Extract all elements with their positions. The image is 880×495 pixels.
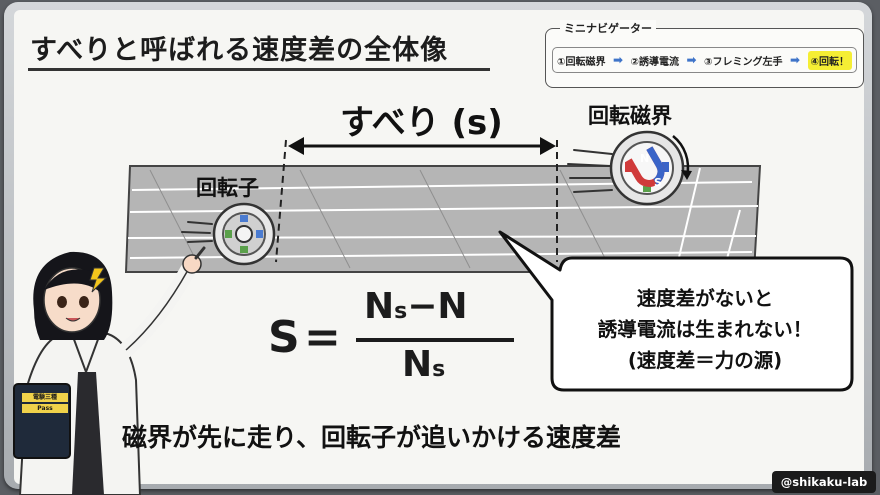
numerator-main: N — [364, 286, 395, 327]
horseshoe-magnet-icon — [625, 146, 665, 187]
road-hatching — [149, 169, 611, 269]
magnet-s-label: S — [654, 176, 662, 189]
navi-step-2: ②誘導電流 — [630, 56, 679, 68]
speech-bubble — [498, 230, 854, 392]
formula-equals: = — [304, 312, 341, 363]
magnet-n-label: N — [640, 152, 649, 165]
slip-arrow — [288, 137, 556, 155]
slip-formula: S = Ns−N Ns — [268, 284, 528, 394]
teacher-character — [13, 246, 206, 495]
navi-step-1: ①回転磁界 — [557, 56, 606, 68]
navi-step-4-active: ④回転！ — [807, 50, 852, 70]
bubble-line-2: 誘導電流は生まれない！ — [597, 318, 813, 341]
book-cover-text: 電験三種 Pass — [22, 393, 68, 415]
rotating-field-icon — [609, 130, 692, 206]
book-line-2: Pass — [22, 404, 68, 413]
lightning-clip-icon — [89, 267, 108, 293]
bubble-line-1: 速度差がないと — [636, 287, 774, 310]
fraction-bar — [356, 338, 514, 342]
formula-numerator: Ns−N — [364, 286, 468, 327]
speech-bubble-text: 速度差がないと 誘導電流は生まれない！ (速度差＝力の源) — [560, 283, 850, 376]
arrow-right-icon: ➡ — [612, 53, 624, 67]
mini-navigator-label: ミニナビゲーター — [560, 20, 656, 36]
bubble-line-3: (速度差＝力の源) — [627, 349, 783, 372]
numerator-rest: −N — [407, 286, 468, 327]
book-line-1: 電験三種 — [22, 393, 68, 402]
slip-label: すべり (s) — [340, 103, 503, 143]
arrow-right-icon: ➡ — [686, 53, 697, 67]
speed-lines — [181, 149, 613, 243]
navigator-steps: ①回転磁界 ➡ ②誘導電流 ➡ ③フレミング左手 ➡ ④回転！ — [552, 47, 857, 73]
rotating-field-label: 回転磁界 — [588, 104, 672, 128]
rotor-label: 回転子 — [196, 176, 259, 200]
formula-lhs: S — [268, 312, 300, 363]
rotor-guide-line — [275, 139, 287, 263]
mini-navigator: ミニナビゲーター ①回転磁界 ➡ ②誘導電流 ➡ ③フレミング左手 ➡ ④回転！ — [545, 20, 864, 88]
numerator-sub: s — [394, 299, 408, 324]
title-underline — [28, 68, 490, 71]
denominator-sub: s — [432, 357, 446, 382]
summary-caption: 磁界が先に走り、回転子が追いかける速度差 — [122, 423, 622, 452]
page-title: すべりと呼ばれる速度差の全体像 — [30, 35, 449, 66]
formula-denominator: Ns — [402, 344, 445, 385]
clipboard-book — [13, 383, 71, 459]
credit-badge: @shikaku-lab — [772, 471, 876, 493]
navi-step-3: ③フレミング左手 — [704, 56, 783, 68]
denominator-main: N — [402, 344, 433, 385]
arrow-right-icon: ➡ — [789, 53, 801, 67]
rotor-icon — [212, 202, 276, 266]
